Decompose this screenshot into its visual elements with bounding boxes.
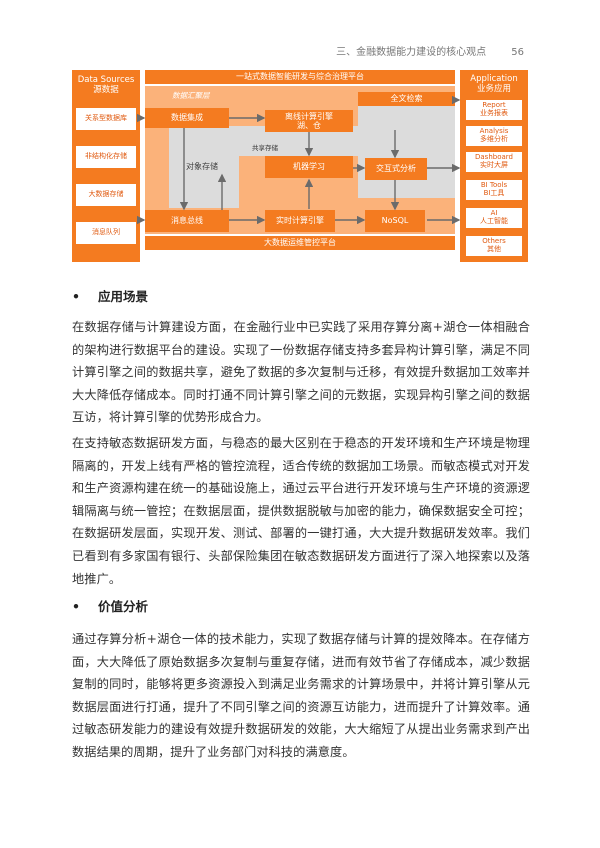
- fulltext-search-block: 全文检索: [358, 92, 455, 106]
- data-lake-label: 数据汇聚层: [172, 91, 210, 100]
- paragraph: 在支持敏态数据研发方面，与稳态的最大区别在于稳态的开发环境和生产环境是物理隔离的…: [72, 436, 530, 586]
- flow-arrows: [137, 95, 461, 225]
- platform-top-bar: 一站式数据智能研发与综合治理平台: [145, 70, 455, 84]
- source-item-mq: 消息队列: [76, 222, 136, 244]
- application-title: Application 业务应用: [470, 74, 518, 94]
- source-item-unstructured: 非结构化存储: [76, 146, 136, 168]
- data-integration-block: 数据集成: [145, 108, 229, 128]
- section-heading-value: •价值分析: [72, 599, 149, 614]
- interactive-analysis-block: 交互式分析: [365, 158, 427, 180]
- source-item-relational: 关系型数据库: [76, 108, 136, 130]
- section-heading-scenarios: •应用场景: [72, 289, 149, 304]
- ml-block: 机器学习: [265, 156, 353, 178]
- page-header: 三、金融数据能力建设的核心观点 56: [336, 43, 524, 58]
- architecture-diagram: Data Sources 源数据 关系型数据库 非结构化存储 大数据存储 消息队…: [72, 70, 528, 262]
- section-title: 三、金融数据能力建设的核心观点: [336, 47, 487, 58]
- source-item-bigdata: 大数据存储: [76, 184, 136, 206]
- object-storage-label: 对象存储: [172, 160, 232, 174]
- data-sources-title: Data Sources 源数据: [77, 75, 135, 95]
- ops-bottom-bar: 大数据运维管控平台: [145, 236, 455, 250]
- paragraph: 通过存算分析+湖仓一体的技术能力，实现了数据存储与计算的提效降本。在存储方面，大…: [72, 632, 530, 759]
- interactive-area: [358, 102, 455, 198]
- message-bus-block: 消息总线: [145, 210, 229, 232]
- paragraph: 在数据存储与计算建设方面，在金融行业中已实践了采用存算分离+湖仓一体相融合的架构…: [72, 320, 530, 425]
- nosql-block: NoSQL: [365, 210, 425, 232]
- realtime-engine-block: 实时计算引擎: [265, 210, 335, 232]
- offline-engine-block: 离线计算引擎 湖、仓: [265, 110, 353, 132]
- page-number: 56: [511, 47, 524, 58]
- shared-storage-label: 共享存储: [252, 144, 278, 152]
